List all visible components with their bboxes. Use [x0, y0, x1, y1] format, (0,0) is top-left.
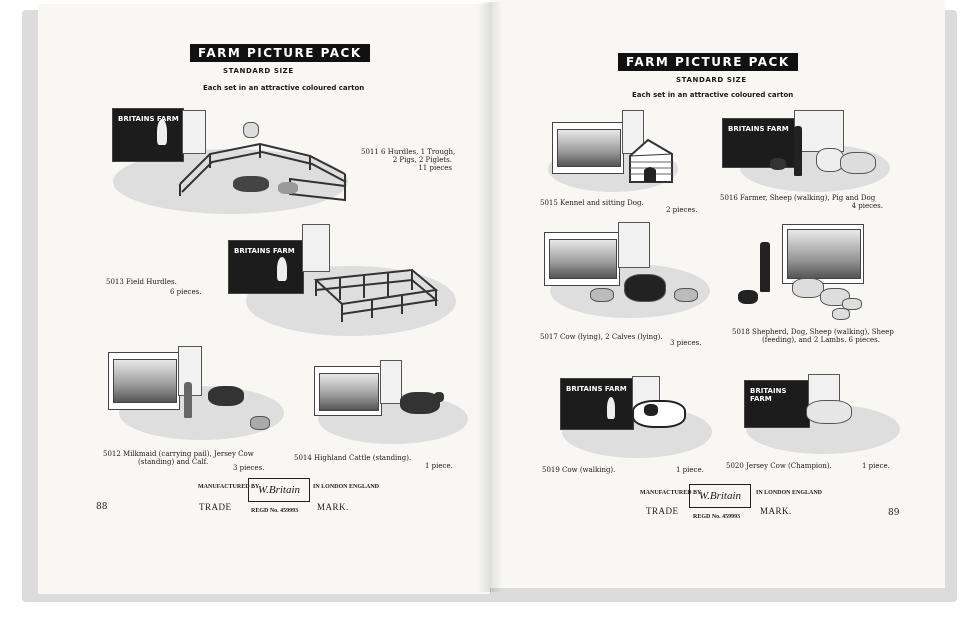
- trademark-mark: MARK.: [760, 506, 792, 516]
- caption-5016-line2: 4 pieces.: [851, 202, 883, 210]
- trademark: MANUFACTURED BY IN LONDON ENGLAND W.Brit…: [193, 478, 393, 528]
- trademark: MANUFACTURED BY IN LONDON ENGLAND W.Brit…: [636, 484, 836, 534]
- page-subtitle: STANDARD SIZE: [223, 67, 294, 75]
- trademark-regd: REGD No. 459993: [693, 514, 741, 520]
- caption-5012-line1: 5012 Milkmaid (carrying pail), Jersey Co…: [103, 450, 254, 458]
- caption-5012-line3: 3 pieces.: [233, 464, 265, 472]
- caption-5014-line2: 1 piece.: [425, 462, 453, 470]
- set-5019-illustration: BRITAINS FARM: [556, 362, 716, 458]
- w-britain-logo: W.Britain: [248, 478, 310, 502]
- trademark-trade: TRADE: [646, 506, 679, 516]
- set-5011-illustration: BRITAINS FARM: [108, 104, 378, 214]
- trademark-location: IN LONDON ENGLAND: [313, 484, 380, 490]
- caption-5017-line2: 3 pieces.: [670, 339, 702, 347]
- caption-5020-line2: 1 piece.: [862, 462, 890, 470]
- caption-5013-line2: 6 pieces.: [170, 288, 202, 296]
- set-5017-illustration: [540, 218, 710, 318]
- box-label: BRITAINS FARM: [728, 125, 789, 133]
- caption-5011-line1: 5011 6 Hurdles, 1 Trough,: [361, 148, 456, 156]
- page-title: FARM PICTURE PACK: [618, 53, 798, 71]
- right-page: FARM PICTURE PACK STANDARD SIZE Each set…: [490, 0, 945, 588]
- carton-note: Each set in an attractive coloured carto…: [203, 84, 365, 92]
- left-page: FARM PICTURE PACK STANDARD SIZE Each set…: [38, 4, 491, 594]
- caption-5012-line2: (standing) and Calf.: [138, 458, 209, 466]
- set-5020-illustration: BRITAINS FARM: [740, 366, 900, 456]
- caption-5013-line1: 5013 Field Hurdles.: [106, 278, 177, 286]
- carton-note: Each set in an attractive coloured carto…: [632, 91, 794, 99]
- caption-5018-line2: (feeding), and 2 Lambs. 6 pieces.: [762, 336, 880, 344]
- trademark-location: IN LONDON ENGLAND: [756, 490, 823, 496]
- page-number: 88: [96, 502, 108, 512]
- set-5016-illustration: BRITAINS FARM: [720, 104, 890, 194]
- caption-5019-line2: 1 piece.: [676, 466, 704, 474]
- set-5018-illustration: [736, 220, 896, 320]
- page-subtitle: STANDARD SIZE: [676, 76, 747, 84]
- trademark-manufactured-by: MANUFACTURED BY: [640, 490, 702, 496]
- caption-5015-line2: 2 pieces.: [666, 206, 698, 214]
- box-label: BRITAINS FARM: [118, 115, 179, 123]
- caption-5019-line1: 5019 Cow (walking).: [542, 466, 616, 474]
- trademark-manufactured-by: MANUFACTURED BY: [198, 484, 260, 490]
- set-5012-illustration: [104, 342, 284, 442]
- trademark-regd: REGD No. 459993: [251, 508, 299, 514]
- caption-5014-line1: 5014 Highland Cattle (standing).: [294, 454, 412, 462]
- caption-5015-line1: 5015 Kennel and sitting Dog.: [540, 199, 644, 207]
- caption-5017-line1: 5017 Cow (lying), 2 Calves (lying).: [540, 333, 663, 341]
- w-britain-logo: W.Britain: [689, 484, 751, 508]
- page-number: 89: [888, 508, 900, 518]
- book-spine: [478, 2, 502, 592]
- box-label: BRITAINS FARM: [750, 387, 787, 403]
- caption-5011-line2: 2 Pigs, 2 Piglets.: [392, 156, 452, 164]
- box-label: BRITAINS FARM: [566, 385, 627, 393]
- box-label: BRITAINS FARM: [234, 247, 295, 255]
- caption-5020-line1: 5020 Jersey Cow (Champion).: [726, 462, 832, 470]
- caption-5011-line3: 11 pieces: [418, 164, 452, 172]
- set-5014-illustration: [308, 356, 468, 446]
- caption-5018-line1: 5018 Shepherd, Dog, Sheep (walking), She…: [732, 328, 894, 336]
- set-5013-illustration: BRITAINS FARM: [226, 216, 466, 341]
- set-5015-illustration: [548, 106, 688, 196]
- caption-5016-line1: 5016 Farmer, Sheep (walking), Pig and Do…: [720, 194, 876, 202]
- trademark-mark: MARK.: [317, 502, 349, 512]
- trademark-trade: TRADE: [199, 502, 232, 512]
- page-title: FARM PICTURE PACK: [190, 44, 370, 62]
